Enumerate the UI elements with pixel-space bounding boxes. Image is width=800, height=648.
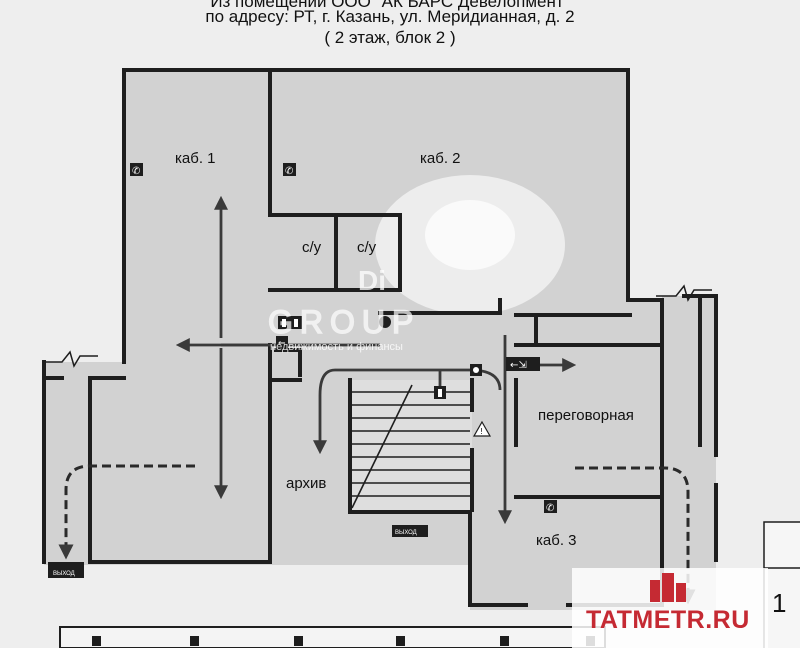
outer-walls: [42, 68, 718, 607]
floor-area: [44, 70, 716, 610]
fire-extinguisher-icon: [434, 386, 446, 399]
phone-icon: ✆: [283, 163, 296, 177]
fire-alarm-icon: [470, 364, 482, 376]
watermark-logo-top: Di: [358, 265, 386, 296]
warning-icon: !: [472, 420, 492, 437]
exit-sign-icon: ←⇲: [506, 357, 540, 371]
legend-strip: [59, 626, 606, 648]
exit-sign-icon: ⇐: [276, 336, 288, 349]
plan-title-line-3: ( 2 этаж, блок 2 ): [324, 28, 456, 47]
plan-title-line-1: Из помещений ООО "АК БАРС Девелопмент": [210, 0, 570, 11]
svg-text:!: !: [480, 427, 483, 436]
svg-text:←⇲: ←⇲: [510, 360, 527, 371]
fire-alarm-icon: [379, 316, 391, 328]
brand-logo-icon: [650, 573, 686, 602]
room-label-archive: архив: [286, 475, 326, 492]
fire-extinguisher-icon: [290, 316, 302, 329]
room-label-meeting: переговорная: [538, 407, 634, 424]
exit-sign-left-box: [48, 562, 84, 578]
dashed-routes: [58, 464, 696, 605]
exit-sign-center: ВЫХОД: [395, 530, 417, 536]
watermark-tagline: недвижимость и финансы: [270, 341, 403, 353]
room-label-kab3: каб. 3: [536, 532, 577, 549]
sheet-number: 1: [772, 588, 787, 618]
stair-well: [350, 380, 472, 510]
brand-name: TATMETR.RU: [586, 606, 750, 634]
exit-sign-left: ВЫХОД: [53, 571, 75, 577]
room-label-wc-left: с/у: [302, 239, 322, 256]
staircase: [351, 384, 470, 509]
plan-title-line-2: по адресу: РТ, г. Казань, ул. Меридианна…: [205, 7, 575, 26]
svg-text:✆: ✆: [285, 166, 293, 177]
wall-break-left: [46, 350, 98, 368]
wall-break-right: [656, 284, 712, 302]
fire-extinguisher-icon: [278, 316, 290, 329]
title-block: [763, 521, 800, 648]
route-archive: [313, 368, 336, 455]
phone-icon: ✆: [130, 163, 143, 177]
svg-text:✆: ✆: [546, 503, 554, 514]
phone-icon: ✆: [544, 500, 557, 514]
exit-sign-center-box: [392, 525, 428, 537]
room-label-kab2: каб. 2: [420, 150, 461, 167]
room-label-kab1: каб. 1: [175, 150, 216, 167]
room-label-wc-right: с/у: [357, 239, 377, 256]
svg-text:✆: ✆: [132, 166, 140, 177]
svg-text:⇐: ⇐: [278, 339, 286, 349]
glare-core: [425, 200, 515, 270]
watermark-logo-mid: GROUP: [268, 304, 420, 340]
